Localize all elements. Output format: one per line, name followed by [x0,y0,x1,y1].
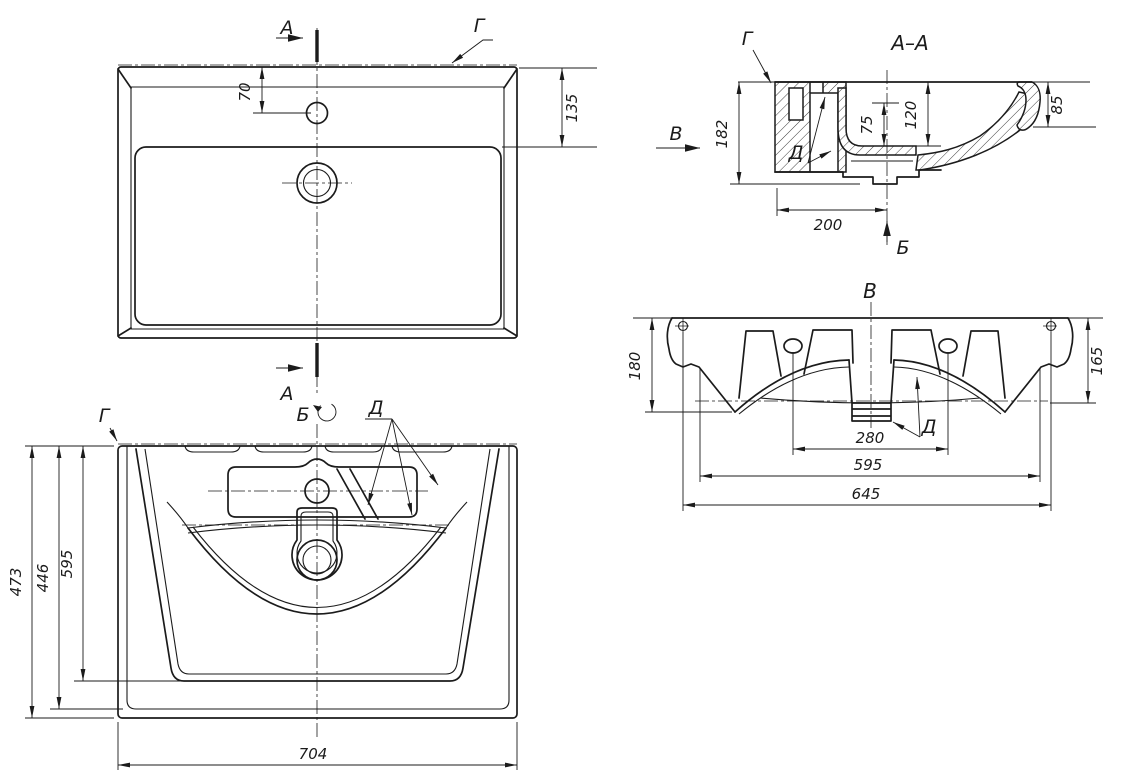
bowl-corner-edges [166,501,468,529]
bottom-shroud-inner [144,448,491,675]
dim-text-75: 75 [858,115,876,134]
bottom-view: Б Д Г 473 446 595 704 [7,397,518,770]
dim-text-120: 120 [902,101,920,130]
section-rear-wall [774,81,847,173]
bottom-inner-edge [126,446,510,710]
bottom-mount-tabs [184,445,453,453]
bottom-shroud-outer [135,448,500,682]
viewv-ext-lines [645,332,1096,511]
viewv-right-outline [1004,317,1074,413]
viewv-ribs [738,329,1006,399]
viewv-detail-label: Д [921,416,937,438]
section-title: А–А [889,31,928,55]
plan-inner-rim [130,86,505,330]
dim-text-182: 182 [713,120,731,149]
bottom-view-letter: Б [296,404,309,426]
section-surface-label: Г [742,28,754,50]
dim-text-446: 446 [34,564,52,593]
viewv-detail-leader-2 [892,421,921,438]
section-letter-top: А [279,17,294,39]
bottom-outer [117,445,518,719]
dim-text-135: 135 [563,94,581,123]
dim-text-473: 473 [7,568,25,597]
section-detail-leader-1 [807,96,826,164]
view-v-title: В [863,279,877,303]
ext-lines-135 [502,67,597,148]
view-b-letter: Б [896,237,909,259]
drain-hole-inner [302,545,332,575]
section-bowl-wall [915,91,1038,171]
bottom-faucet-hole [304,478,330,504]
dim-text-595b: 595 [58,550,76,579]
dim-text-70: 70 [236,82,254,101]
section-letter-bottom: А [279,383,294,405]
plan-rim-chamfers [117,68,518,337]
drain-boss-inner [296,511,338,574]
dim-text-165: 165 [1088,347,1106,376]
section-detail-leader-2 [807,150,832,164]
viewv-back-edge [759,397,981,404]
viewv-drain-boss [848,359,895,422]
viewv-bowl-arc-inner [738,366,1002,415]
bowl-arc-inner [192,526,442,608]
plan-surface-leader [451,39,493,64]
detail-leader-3 [391,418,439,486]
bowl-arc-outer [187,527,447,615]
viewv-centerlines [675,302,1059,428]
dim-text-645: 645 [852,485,881,503]
dim-text-85: 85 [1048,95,1066,114]
section-surface-leader [752,49,772,84]
dim-text-595v: 595 [854,456,883,474]
plan-outer-rim [117,66,518,339]
drain-hole-outer [296,539,338,581]
drain-boss-outer [291,507,343,581]
bottom-overflow-channel [336,468,379,520]
rotated-view-icon-arrow [313,405,322,412]
dim-text-280: 280 [856,429,885,447]
bottom-recess [227,458,418,518]
bottom-surface-leader [109,427,118,442]
plan-view: А А Г 70 135 [117,15,597,405]
bowl-back-edges [187,519,447,534]
detail-leader-1 [367,418,393,506]
section-aa: А–А В Г Д Б 182 75 120 85 200 [656,28,1096,259]
bottom-surface-label: Г [99,405,111,427]
plan-surface-label: Г [474,15,486,37]
bottom-centerlines [118,424,517,738]
view-v: В Д 180 165 280 595 645 [626,279,1106,511]
viewv-oval-hole-right [938,338,958,354]
dim-text-704: 704 [299,745,328,763]
plan-basin-edge [134,146,502,326]
dim-text-200: 200 [814,216,843,234]
dim-text-180: 180 [626,352,644,381]
section-front-rim [1016,81,1041,131]
viewv-detail-leader-1 [915,376,921,438]
plan-centerlines [118,28,517,395]
view-v-letter: В [669,123,682,145]
bottom-detail-label: Д [368,397,384,419]
section-bottom-steps [774,169,942,185]
detail-leader-2 [391,418,413,516]
viewv-oval-hole-left [783,338,803,354]
bottom-ext-lines [25,445,518,770]
section-detail-label: Д [788,142,804,164]
viewv-left-outline [666,317,736,413]
